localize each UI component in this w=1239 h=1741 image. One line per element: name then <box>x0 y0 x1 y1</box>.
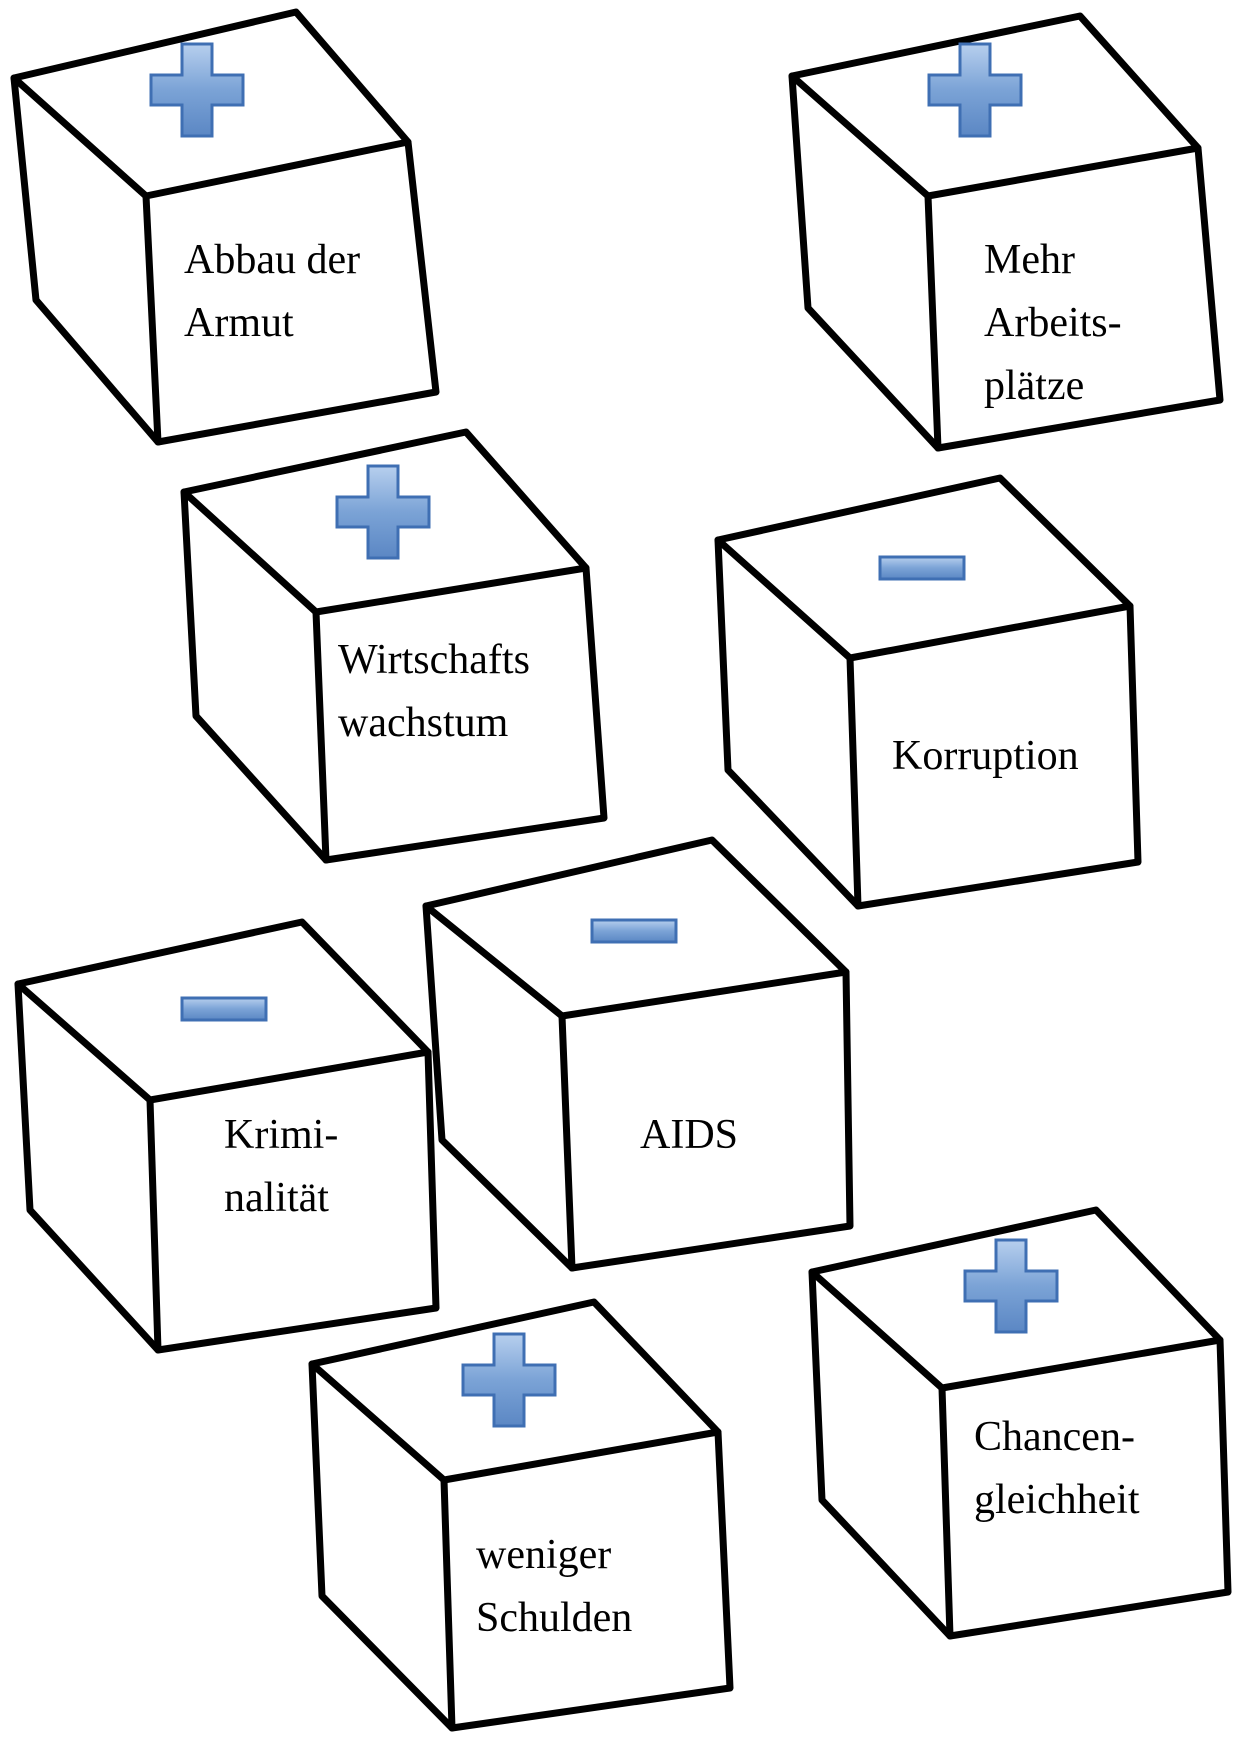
plus-icon <box>149 42 245 138</box>
cube-label-line: Schulden <box>476 1595 632 1641</box>
cube-label: Krimi- nalität <box>224 1112 349 1221</box>
cube-schulden: weniger Schulden <box>308 1298 734 1732</box>
minus-icon <box>180 996 268 1022</box>
cube-label-line: Mehr <box>984 237 1075 283</box>
cube-abbau-armut: Abbau der Armut <box>10 8 440 446</box>
plus-icon <box>963 1238 1059 1334</box>
cube-outline <box>308 1298 734 1732</box>
cube-label-line: Krimi- <box>224 1112 338 1158</box>
plus-icon <box>461 1332 557 1428</box>
cube-label: Korruption <box>892 733 1079 779</box>
cube-arbeitsplaetze: Mehr Arbeits- plätze <box>788 12 1224 452</box>
plus-icon <box>335 464 431 560</box>
cube-label-line: plätze <box>984 363 1084 409</box>
cube-label-line: Armut <box>184 300 294 346</box>
cube-label: Chancen- gleichheit <box>974 1414 1145 1523</box>
cube-label-line: Abbau der <box>184 237 360 283</box>
cube-label-line: Wirtschafts <box>338 637 530 683</box>
cube-label-line: Chancen- <box>974 1414 1135 1460</box>
cube-label-line: gleichheit <box>974 1477 1140 1523</box>
cube-label: weniger Schulden <box>476 1532 632 1641</box>
cube-label: AIDS <box>640 1112 738 1158</box>
cube-outline <box>14 918 440 1354</box>
cube-label: Abbau der Armut <box>184 237 371 346</box>
cube-label: Wirtschafts wachstum <box>338 637 540 746</box>
cube-korruption: Korruption <box>714 474 1142 910</box>
cube-outline <box>422 836 854 1272</box>
cube-label-line: Arbeits- <box>984 300 1122 346</box>
cube-chancengleichheit: Chancen- gleichheit <box>808 1206 1232 1640</box>
cube-outline <box>808 1206 1232 1640</box>
cube-label-line: wachstum <box>338 700 509 746</box>
minus-icon <box>878 555 966 581</box>
cube-label-line: weniger <box>476 1532 611 1578</box>
cube-label-line: Korruption <box>892 733 1079 779</box>
cube-wirtschaftswachstum: Wirtschafts wachstum <box>180 428 608 864</box>
cube-aids: AIDS <box>422 836 854 1272</box>
cube-outline <box>10 8 440 446</box>
cube-label-line: AIDS <box>640 1112 738 1158</box>
plus-icon <box>927 42 1023 138</box>
cube-outline <box>788 12 1224 452</box>
cube-label: Mehr Arbeits- plätze <box>984 237 1132 409</box>
cube-kriminalitaet: Krimi- nalität <box>14 918 440 1354</box>
cube-outline <box>714 474 1142 910</box>
cube-outline <box>180 428 608 864</box>
minus-icon <box>590 918 678 944</box>
cube-label-line: nalität <box>224 1175 329 1221</box>
